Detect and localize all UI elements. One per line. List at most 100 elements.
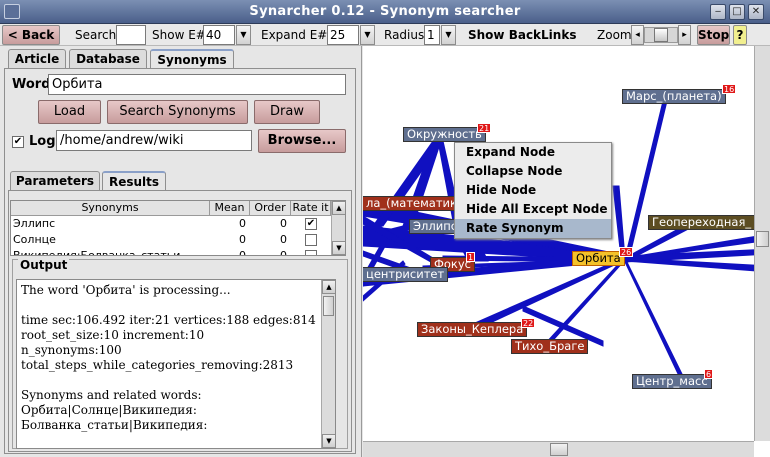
scroll-thumb[interactable]: [550, 443, 568, 456]
node-badge: 1: [466, 252, 476, 262]
rate-checkbox[interactable]: [305, 250, 317, 255]
menu-item-collapse-node[interactable]: Collapse Node: [466, 164, 563, 178]
help-button[interactable]: ?: [733, 25, 747, 45]
node-label: Эллипс: [413, 219, 458, 233]
load-button[interactable]: Load: [38, 100, 101, 124]
node-badge: 26: [619, 247, 634, 257]
graph-node-selected[interactable]: Орбита: [572, 251, 625, 266]
draw-button[interactable]: Draw: [254, 100, 320, 124]
output-scrollbar[interactable]: ▲ ▼: [321, 280, 335, 448]
tab-article[interactable]: Article: [8, 49, 66, 69]
expand-e-value[interactable]: 25: [327, 25, 359, 45]
graph-node[interactable]: ла_(математик: [363, 196, 461, 211]
rate-checkbox[interactable]: [305, 234, 317, 246]
zoom-label: Zoom: [597, 28, 632, 42]
output-textarea[interactable]: The word 'Орбита' is processing... time …: [16, 279, 336, 449]
table-scrollbar[interactable]: ▲ ▼: [331, 201, 345, 255]
log-label: Log: [29, 134, 56, 149]
radius-dropdown-icon[interactable]: ▼: [441, 25, 456, 45]
node-label: Законы_Кеплера: [421, 322, 524, 336]
zoom-right-icon[interactable]: ▸: [678, 25, 691, 45]
maximize-icon[interactable]: □: [729, 4, 745, 20]
graph-canvas[interactable]: Марс_(планета) 16 Окружность 21 ла_(мате…: [363, 46, 770, 457]
row-order: 0: [280, 217, 287, 230]
log-path-input[interactable]: /home/andrew/wiki: [56, 130, 252, 151]
graph-node[interactable]: Тихо_Браге: [511, 339, 589, 354]
minimize-icon[interactable]: ‒: [710, 4, 726, 20]
scroll-up-icon[interactable]: ▲: [322, 280, 335, 294]
browse-button[interactable]: Browse...: [258, 129, 346, 153]
tab-results[interactable]: Results: [102, 171, 166, 191]
graph-node[interactable]: Окружность: [403, 127, 486, 142]
graph-node[interactable]: центриситет: [363, 267, 449, 282]
search-synonyms-button[interactable]: Search Synonyms: [107, 100, 248, 124]
show-e-value[interactable]: 40: [203, 25, 235, 45]
word-label: Word: [12, 77, 51, 92]
zoom-slider-thumb[interactable]: [654, 28, 668, 42]
menu-item-hide-node[interactable]: Hide Node: [466, 183, 537, 197]
tab-synonyms[interactable]: Synonyms: [150, 49, 234, 69]
stop-button[interactable]: Stop: [697, 25, 730, 45]
word-input[interactable]: Орбита: [48, 74, 346, 95]
node-badge: 22: [521, 318, 536, 328]
radius-value[interactable]: 1: [424, 25, 440, 45]
column-header-order[interactable]: Order: [250, 201, 291, 216]
expand-e-dropdown-icon[interactable]: ▼: [360, 25, 375, 45]
graph-node[interactable]: Эллипс: [409, 219, 462, 234]
output-line: [17, 298, 335, 313]
row-mean: 0: [239, 217, 246, 230]
show-e-label: Show E#: [152, 28, 206, 42]
close-icon[interactable]: ✕: [748, 4, 764, 20]
show-backlinks-label: Show BackLinks: [468, 28, 577, 42]
column-header-synonyms[interactable]: Synonyms: [11, 201, 210, 216]
output-line: [17, 373, 335, 388]
window-menu-icon[interactable]: [4, 4, 20, 19]
scroll-down-icon[interactable]: ▼: [322, 434, 335, 448]
column-header-mean[interactable]: Mean: [210, 201, 250, 216]
tab-parameters[interactable]: Parameters: [10, 171, 100, 191]
node-label: ла_(математик: [366, 196, 457, 210]
node-badge: 6: [704, 369, 714, 379]
window-title: Synarcher 0.12 - Synonym searcher: [249, 4, 521, 19]
output-line: The word 'Орбита' is processing...: [21, 283, 231, 297]
tab-database[interactable]: Database: [69, 49, 147, 69]
rate-checkbox[interactable]: ✔: [305, 218, 317, 230]
output-line: root_set_size:10 increment:10: [21, 328, 205, 342]
output-label: Output: [18, 258, 70, 272]
output-line: n_synonyms:100: [21, 343, 122, 357]
column-header-rate[interactable]: Rate it: [291, 201, 331, 216]
show-e-dropdown-icon[interactable]: ▼: [236, 25, 251, 45]
menu-item-expand-node[interactable]: Expand Node: [466, 145, 555, 159]
log-checkbox[interactable]: ✔: [12, 136, 24, 148]
graph-node[interactable]: Марс_(планета): [622, 89, 726, 104]
toolbar: < Back Search Show E# 40 ▼ Expand E# 25 …: [0, 24, 770, 65]
search-label: Search: [75, 28, 117, 42]
scroll-up-icon[interactable]: ▲: [332, 201, 345, 215]
zoom-left-icon[interactable]: ◂: [631, 25, 644, 45]
row-synonym: Солнце: [13, 233, 56, 246]
menu-item-rate-synonym[interactable]: Rate Synonym: [455, 219, 611, 238]
node-label: Геопереходная_: [652, 215, 752, 229]
search-input[interactable]: [116, 25, 146, 45]
graph-node[interactable]: Центр_масс: [632, 374, 712, 389]
node-label: Тихо_Браге: [515, 339, 585, 353]
graph-node[interactable]: Геопереходная_: [648, 215, 755, 230]
row-mean: 0: [239, 233, 246, 246]
scroll-thumb[interactable]: [756, 231, 769, 247]
graph-node[interactable]: Законы_Кеплера: [417, 322, 528, 337]
scroll-thumb[interactable]: [323, 296, 334, 316]
context-menu: Expand Node Collapse Node Hide Node Hide…: [454, 142, 612, 239]
zoom-slider-track[interactable]: [644, 27, 678, 43]
output-line: Орбита|Солнце|Википедия:: [21, 403, 197, 417]
graph-edge: [624, 257, 770, 273]
scroll-down-icon[interactable]: ▼: [332, 241, 345, 255]
graph-vertical-scrollbar[interactable]: [754, 46, 770, 441]
menu-item-hide-all-except-node[interactable]: Hide All Except Node: [466, 202, 608, 216]
output-line: time sec:106.492 iter:21 vertices:188 ed…: [21, 313, 316, 327]
graph-horizontal-scrollbar[interactable]: [363, 441, 754, 457]
title-bar: Synarcher 0.12 - Synonym searcher ‒ □ ✕: [0, 0, 770, 24]
output-line: total_steps_while_categories_removing:28…: [21, 358, 294, 372]
back-button[interactable]: < Back: [2, 25, 60, 45]
results-table: Synonyms Mean Order Rate it Эллипс 0 0 ✔…: [10, 200, 346, 256]
graph-edge: [624, 100, 668, 260]
